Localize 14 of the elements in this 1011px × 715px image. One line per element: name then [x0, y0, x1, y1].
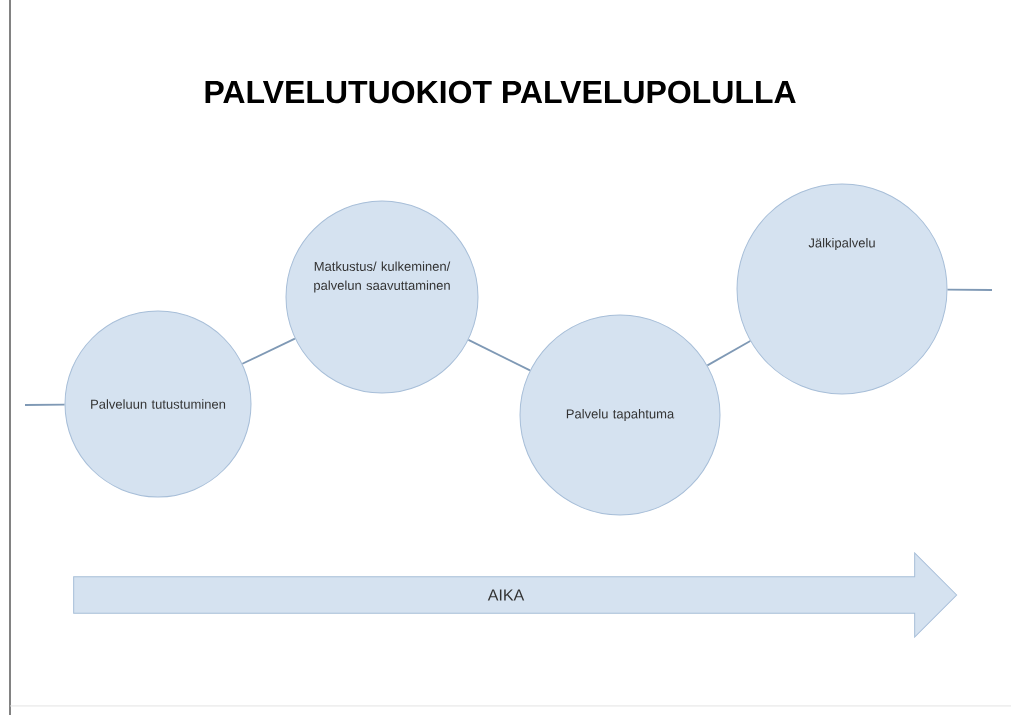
connector-line	[706, 340, 752, 367]
stage-label: Palveluun tutustuminen	[91, 399, 226, 409]
title: PALVELUTUOKIOT PALVELUPOLULLA	[205, 80, 796, 104]
stage-circle	[519, 314, 721, 516]
stage-label: Matkustus/ kulkeminen/ palvelun saavuttaminen	[314, 261, 451, 293]
connector-line	[241, 337, 296, 365]
stage-circle	[64, 310, 252, 498]
connector-line	[946, 288, 993, 291]
stage-circle	[285, 200, 479, 394]
stage-circle	[736, 183, 948, 395]
stage-label: Palvelu tapahtuma	[566, 408, 675, 422]
connector-line	[467, 338, 531, 372]
stage-label: Jälkipalvelu	[808, 237, 875, 251]
connector-line	[24, 403, 66, 406]
